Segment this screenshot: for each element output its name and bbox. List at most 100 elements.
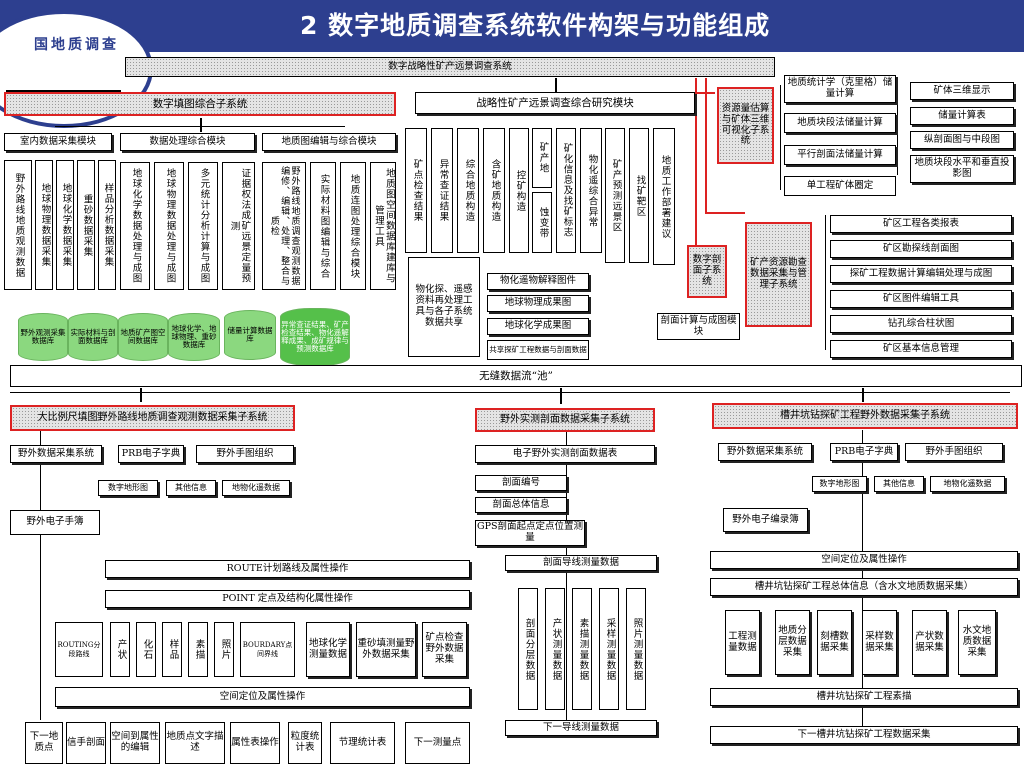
processing-item: 地球化学数据处理与成图	[120, 162, 150, 290]
trench-item: 产状数据采集	[912, 610, 947, 675]
editing-item: 野外路线地质调查观测数据编修、编辑、处理、整合与质检	[262, 162, 306, 290]
route-operation: ROUTE计划路线及属性操作	[105, 560, 470, 578]
trench-item: 刻槽数据采集	[817, 610, 852, 675]
research-map-item: 地球物理成果图	[487, 295, 589, 312]
research-item: 矿化信息及找矿标志	[556, 128, 576, 253]
mgmt-item: 探矿工程数据计算编辑处理与成图	[830, 265, 1012, 283]
point-operation: POINT 定点及结构化属性操作	[105, 590, 470, 608]
indoor-item: 地球化学数据采集	[56, 160, 74, 290]
route-bottom-item: 粒度统计表	[288, 722, 322, 764]
point-item: 样品	[162, 622, 182, 677]
indoor-item: 野外路线地质观测数据	[4, 160, 32, 290]
trench-row1: 野外手图组织	[905, 443, 1003, 461]
processing-item: 地球物理数据处理与成图	[154, 162, 184, 290]
trench-next: 下一槽井坑钻探矿工程数据采集	[710, 726, 1018, 744]
research-item: 异常查证结果	[431, 128, 453, 253]
editing-item: 实际材料图编辑与综合	[310, 162, 336, 290]
trench-item: 地质分层数据采集	[775, 610, 810, 675]
route-row2: 其他信息	[166, 480, 216, 496]
field-profile-subsystem-title: 野外实测剖面数据采集子系统	[475, 408, 655, 432]
route-row1: PRB电子字典	[118, 445, 184, 463]
research-module-title: 战略性矿产远景调查综合研究模块	[415, 92, 695, 114]
resource-method: 地质统计学（克里格）储量计算	[784, 75, 896, 103]
trench-subsystem-title: 槽井坑钻探矿工程野外数据采集子系统	[712, 403, 1018, 429]
mgmt-item: 矿区图件编辑工具	[830, 290, 1012, 308]
research-item: 控矿构造	[509, 128, 529, 253]
point-item: 素描	[188, 622, 208, 677]
survey-col: 产状测量数据	[545, 588, 565, 710]
indoor-item: 样品分析数据采集	[98, 160, 116, 290]
route-bottom-item: 节理统计表	[330, 722, 395, 764]
survey-col: 照片测量数据	[626, 588, 646, 710]
resource-output: 储量计算表	[910, 107, 1014, 125]
mgmt-item: 矿区基本信息管理	[830, 340, 1012, 358]
connector	[6, 90, 121, 92]
tiantu-subsystem-title: 数字填图综合子系统	[4, 92, 396, 116]
resource-method: 单工程矿体圈定	[784, 176, 896, 196]
route-row1: 野外数据采集系统	[10, 445, 102, 463]
trench-item: 水文地质数据采集	[958, 610, 996, 675]
page-title: 2 数字地质调查系统软件构架与功能组成	[300, 11, 771, 40]
mgmt-item: 矿区勘探线剖面图	[830, 240, 1012, 258]
connector	[825, 215, 826, 350]
field-profile-item: 剖面总体信息	[475, 497, 567, 513]
point-item: 照片	[214, 622, 234, 677]
connector	[40, 430, 41, 720]
field-profile-table: 电子野外实测剖面数据表	[475, 445, 655, 463]
resource-output: 地质块段水平和垂直投影图	[910, 155, 1014, 183]
trench-overall-info: 槽井坑钻探矿工程总体信息（含水文地质数据采集）	[710, 578, 1018, 596]
research-map-item: 共享探矿工程数据与剖面数据	[487, 340, 589, 360]
editing-item: 地质图空间数据库建库与管理工具	[370, 162, 396, 290]
field-profile-item: 剖面编号	[475, 475, 567, 491]
route-spatial-op: 空间定位及属性操作	[55, 687, 470, 707]
red-connector	[695, 92, 715, 94]
field-profile-item: GPS剖面起点定点位置测量	[475, 520, 585, 546]
route-row2: 数字地形图	[98, 480, 158, 496]
trench-row2: 其他信息	[874, 476, 924, 492]
trench-row1: 野外数据采集系统	[718, 443, 812, 461]
connector	[140, 388, 142, 402]
point-item: 产状	[110, 622, 130, 677]
trench-row2: 地物化遥数据	[930, 476, 1005, 492]
indoor-item: 地球物理数据采集	[35, 160, 53, 290]
header-bar	[0, 0, 1024, 52]
resource-method: 平行剖面法储量计算	[784, 145, 896, 165]
sample-collection: 矿点检查野外数据采集	[422, 622, 467, 677]
point-item: BOURDARY点间界线	[240, 622, 295, 677]
database-cylinder: 实际材料与剖面数据库	[68, 313, 118, 361]
route-bottom-item: 信手剖面	[66, 722, 106, 764]
connector	[200, 118, 202, 132]
research-item: 找矿靶区	[629, 128, 649, 263]
point-item: 化石	[136, 622, 156, 677]
sample-collection: 地球化学测量数据	[306, 622, 350, 677]
database-cylinder: 异常查证结果、矿产检查结果、物化遥解释成果、成矿规律与预测数据库	[280, 308, 350, 366]
connector	[560, 388, 562, 404]
processing-module: 数据处理综合模块	[120, 133, 255, 151]
map-editing-module: 地质图编辑与综合模块	[262, 133, 396, 151]
next-traverse: 下一导线测量数据	[505, 720, 657, 736]
digital-section-subsystem: 数字剖面子系统	[687, 245, 727, 298]
research-item: 矿产预测远景区	[605, 128, 625, 263]
trench-notebook: 野外电子编录簿	[723, 508, 808, 532]
resource-3d-subsystem: 资源量估算与矿体三维可视化子系统	[717, 87, 774, 164]
connector	[780, 85, 781, 190]
point-item: ROUTING分段路线	[55, 622, 103, 677]
field-notebook: 野外电子手簿	[10, 510, 100, 535]
connector	[897, 85, 898, 175]
connector	[862, 388, 864, 402]
research-item: 矿点检查结果	[405, 128, 427, 253]
survey-col: 采样测量数据	[599, 588, 619, 710]
resource-output: 矿体三维显示	[910, 82, 1014, 100]
database-cylinder: 地质矿产图空间数据库	[118, 313, 168, 361]
route-bottom-item: 下一测量点	[405, 722, 470, 764]
trench-item: 采样数据采集	[862, 610, 897, 675]
connector	[555, 78, 557, 93]
trench-row2: 数字地形图	[812, 476, 867, 492]
route-bottom-item: 属性表操作	[230, 722, 280, 764]
data-sharing-tool: 物化探、遥感资料再处理工具与各子系统数据共享	[408, 257, 480, 357]
mineral-mgmt-subsystem: 矿产资源勘查数据采集与管理子系统	[745, 222, 812, 327]
traverse-survey: 剖面导线测量数据	[505, 555, 657, 571]
research-item: 综合地质构造	[457, 128, 479, 253]
red-connector	[705, 78, 707, 213]
red-connector	[695, 78, 697, 248]
